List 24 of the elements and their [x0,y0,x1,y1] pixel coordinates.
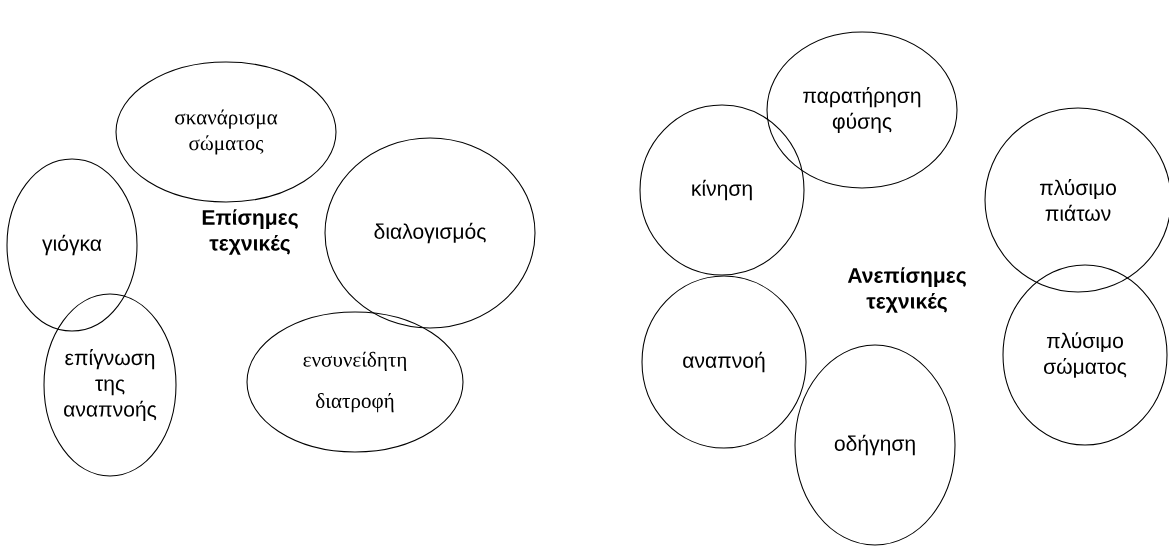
bubble-label: διαλογισμός [374,222,486,244]
center-heading: Επίσημες τεχνικές [202,209,298,255]
bubble-label: παρατήρηση φύσης [803,86,921,133]
circle-bubble [639,104,805,276]
bubble-label: κίνηση [692,179,752,201]
bubble-label: επίγνωση της αναπνοής [64,349,157,421]
bubble-label: οδήγηση [834,434,915,456]
circle-bubble [43,293,177,477]
center-heading: Ανεπίσημες τεχνικές [847,267,966,313]
circle-bubble [984,107,1169,293]
bubble-label: γιόγκα [42,234,102,256]
circle-bubble [1002,264,1168,446]
circle-bubble [641,275,807,449]
circle-bubble [246,311,464,453]
circle-bubble [794,344,956,546]
bubble-label: αναπνοή [683,351,765,373]
circle-bubble [324,137,536,329]
bubble-label: ενσυνείδητη διατροφή [303,351,407,413]
circle-bubble [115,61,337,203]
bubble-label: πλύσιμο σώματος [1044,332,1127,378]
bubble-label: πλύσιμο πιάτων [1039,179,1116,221]
circle-bubble [766,31,958,189]
circle-bubble [6,158,138,332]
bubble-label: σκανάρισμα σώματος [175,109,278,155]
